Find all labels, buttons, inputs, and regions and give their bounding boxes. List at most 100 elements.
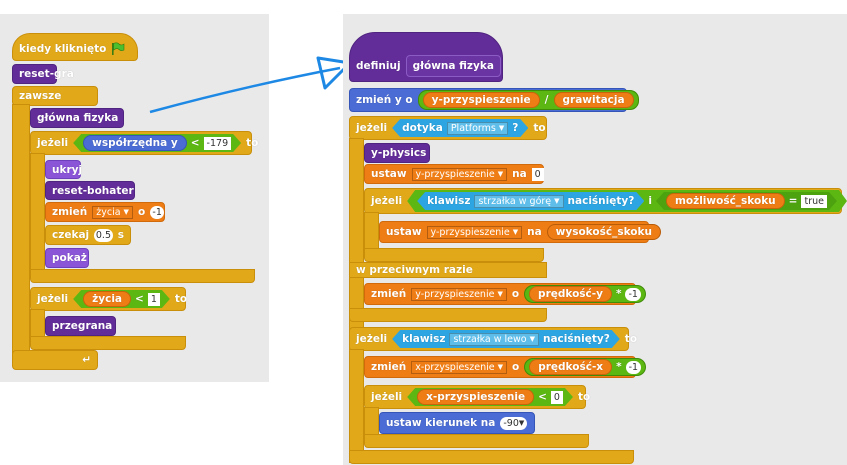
- key-dropdown[interactable]: strzałka w lewo▼: [449, 333, 539, 346]
- if-key-left-arm: [349, 349, 364, 459]
- y-physics-call[interactable]: y-physics: [364, 143, 430, 163]
- set-y-acc-block[interactable]: ustaw y-przyspieszenie▼ na 0: [364, 164, 544, 184]
- jump-height-reporter[interactable]: wysokość_skoku: [546, 224, 661, 240]
- speed-x-reporter[interactable]: prędkość-x: [529, 359, 613, 375]
- change-y-acc-block[interactable]: zmień y-przyspieszenie▼ o prędkość-y * -…: [364, 283, 646, 305]
- variable-dropdown[interactable]: x-przyspieszenie▼: [411, 360, 507, 374]
- less-than-operator[interactable]: życia < 1: [73, 290, 170, 308]
- show-block[interactable]: pokaż: [45, 248, 89, 268]
- lives-variable-dropdown[interactable]: życia▼: [92, 205, 133, 219]
- if-lives-block[interactable]: jeżeli życia < 1 to: [30, 287, 188, 311]
- change-label: zmień: [371, 361, 407, 373]
- variable-dropdown[interactable]: y-przyspieszenie▼: [411, 167, 508, 181]
- reset-hero-label: reset-bohater: [52, 184, 134, 197]
- less-than-operator[interactable]: współrzędna y < -179: [73, 134, 241, 152]
- define-block[interactable]: definiuj główna fizyka: [349, 32, 503, 82]
- forever-block[interactable]: zawsze: [12, 86, 98, 106]
- if-key-left-block[interactable]: jeżeli klawisz strzałka w lewo▼ naciśnię…: [349, 327, 637, 351]
- touching-label: dotyka: [402, 122, 443, 134]
- then-label: to: [174, 293, 188, 305]
- if-key-up-block[interactable]: jeżeli klawisz strzałka w górę▼ naciśnię…: [364, 188, 842, 214]
- change-x-acc-block[interactable]: zmień x-przyspieszenie▼ o prędkość-x * -…: [364, 356, 647, 378]
- key-label: klawisz: [427, 195, 471, 207]
- dropdown-arrow-icon: ▼: [497, 290, 503, 298]
- point-direction-block[interactable]: ustaw kierunek na -90▼: [379, 412, 535, 434]
- less-than-operator[interactable]: x-przyspieszenie < 0: [407, 388, 573, 406]
- variable-dropdown[interactable]: y-przyspieszenie▼: [411, 287, 507, 301]
- wait-block[interactable]: czekaj 0.5 s: [45, 225, 131, 245]
- define-name-box[interactable]: główna fizyka: [405, 55, 501, 77]
- y-physics-label: y-physics: [371, 147, 427, 159]
- change-lives-block[interactable]: zmień życia▼ o -1: [45, 202, 165, 222]
- dropdown-arrow-icon: ▼: [497, 363, 503, 371]
- to-label: na: [527, 226, 542, 238]
- hide-block[interactable]: ukryj: [45, 160, 83, 179]
- then-label: to: [624, 333, 638, 345]
- y-acc-reporter[interactable]: y-przyspieszenie: [422, 92, 540, 108]
- y-position-reporter[interactable]: współrzędna y: [83, 135, 187, 151]
- lives-threshold-input[interactable]: 1: [148, 293, 160, 306]
- zero-input[interactable]: 0: [551, 391, 563, 404]
- x-acc-reporter[interactable]: x-przyspieszenie: [417, 389, 534, 405]
- can-jump-reporter[interactable]: możliwość_skoku: [666, 193, 785, 209]
- if-touching-bottom: [349, 308, 547, 322]
- by-label: o: [511, 288, 520, 300]
- dropdown-arrow-icon: ▼: [497, 170, 504, 178]
- multiplier-input[interactable]: -1: [625, 287, 641, 301]
- key-dropdown[interactable]: strzałka w górę▼: [474, 195, 563, 208]
- if-y-below-block[interactable]: jeżeli współrzędna y < -179 to: [30, 131, 258, 155]
- set-label: ustaw: [386, 226, 422, 238]
- by-label: o: [512, 361, 520, 373]
- if-key-up-bottom: [364, 248, 544, 262]
- when-flag-clicked-hat[interactable]: kiedy kliknięto: [12, 33, 138, 61]
- lose-block[interactable]: przegrana: [45, 316, 116, 336]
- change-y-block[interactable]: zmień y o y-przyspieszenie / grawitacja: [349, 88, 639, 112]
- touching-sensor[interactable]: dotyka Platforms▼ ?: [392, 119, 528, 137]
- true-input[interactable]: true: [801, 195, 827, 208]
- set-jump-block[interactable]: ustaw y-przyspieszenie▼ na wysokość_skok…: [379, 221, 661, 243]
- dropdown-arrow-icon: ▼: [518, 419, 525, 427]
- reset-hero-block[interactable]: reset-bohater: [45, 181, 135, 200]
- hide-label: ukryj: [52, 163, 83, 176]
- forever-bottom: ↵: [12, 350, 98, 370]
- else-block[interactable]: w przeciwnym razie: [349, 262, 547, 278]
- touching-target-dropdown[interactable]: Platforms▼: [447, 122, 508, 135]
- loop-arrow-icon: ↵: [82, 354, 91, 366]
- set-label: ustaw: [371, 168, 407, 180]
- main-physics-call[interactable]: główna fizyka: [30, 108, 124, 128]
- y-threshold-input[interactable]: -179: [204, 137, 232, 150]
- multiplier-input[interactable]: -1: [625, 360, 642, 374]
- if-label: jeżeli: [37, 293, 69, 305]
- direction-dropdown[interactable]: -90▼: [500, 416, 528, 430]
- wait-seconds-input[interactable]: 0.5: [94, 228, 113, 242]
- lives-reporter[interactable]: życia: [83, 291, 131, 307]
- lives-var-label: życia: [96, 206, 121, 218]
- change-y-label: zmień y o: [356, 94, 413, 106]
- change-amount-input[interactable]: -1: [150, 205, 165, 219]
- equals-operator[interactable]: możliwość_skoku = true: [656, 192, 837, 210]
- multiply-operator[interactable]: prędkość-x * -1: [524, 358, 647, 376]
- less-than-symbol: <: [190, 137, 200, 149]
- key-value: strzałka w górę: [478, 195, 552, 207]
- arrow-line: [149, 66, 341, 114]
- variable-dropdown[interactable]: y-przyspieszenie▼: [426, 225, 523, 239]
- gravity-reporter[interactable]: grawitacja: [553, 92, 634, 108]
- multiply-operator[interactable]: prędkość-y * -1: [524, 285, 646, 303]
- forever-label: zawsze: [19, 90, 62, 102]
- if-key-up-arm: [364, 212, 379, 252]
- green-flag-icon: [112, 42, 125, 55]
- question-mark: ?: [512, 122, 519, 134]
- else-label: w przeciwnym razie: [356, 264, 473, 276]
- and-operator[interactable]: klawisz strzałka w górę▼ naciśnięty? i m…: [407, 190, 847, 212]
- speed-y-reporter[interactable]: prędkość-y: [529, 286, 612, 302]
- value-input[interactable]: 0: [531, 167, 544, 181]
- key-pressed-sensor[interactable]: klawisz strzałka w lewo▼ naciśnięty?: [392, 330, 620, 348]
- multiply-symbol: *: [616, 361, 622, 373]
- if-x-negative-block[interactable]: jeżeli x-przyspieszenie < 0 to: [364, 385, 590, 409]
- reset-game-block[interactable]: reset-gra: [12, 64, 74, 84]
- point-direction-label: ustaw kierunek na: [386, 417, 496, 429]
- divide-operator[interactable]: y-przyspieszenie / grawitacja: [417, 90, 639, 110]
- key-pressed-sensor[interactable]: klawisz strzałka w górę▼ naciśnięty?: [417, 192, 644, 210]
- target-label: Platforms: [450, 122, 496, 134]
- if-touching-block[interactable]: jeżeli dotyka Platforms▼ ? to: [349, 116, 547, 140]
